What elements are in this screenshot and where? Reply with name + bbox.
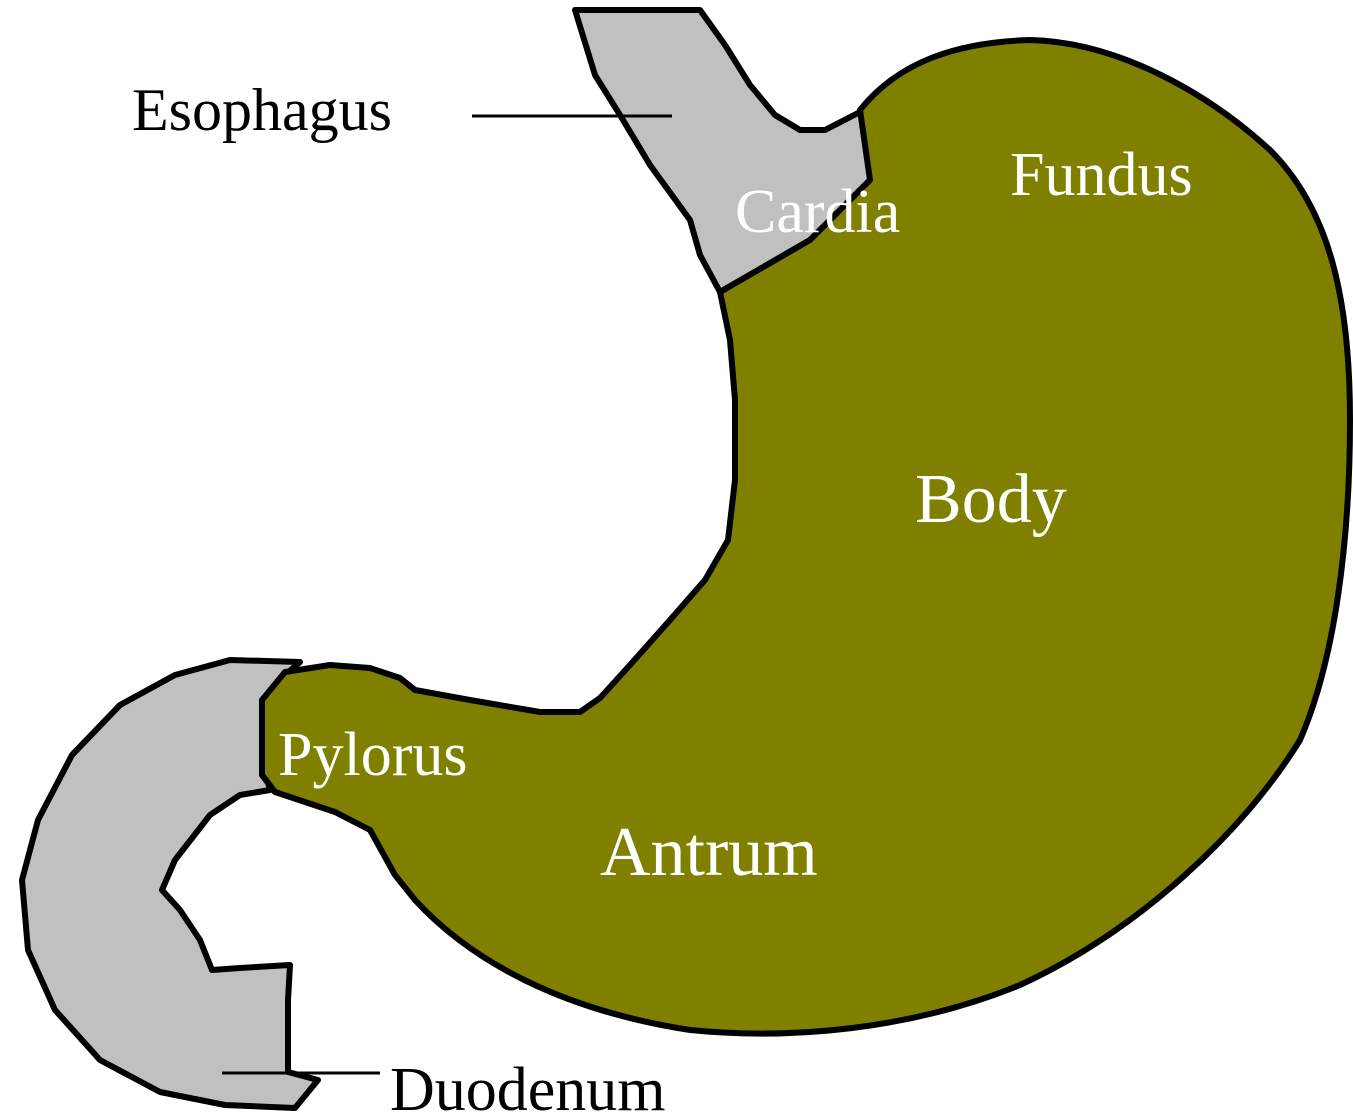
fundus-label: Fundus	[1010, 141, 1193, 209]
esophagus-label: Esophagus	[132, 77, 392, 143]
pylorus-label: Pylorus	[278, 721, 467, 789]
antrum-label: Antrum	[600, 814, 818, 891]
cardia-label: Cardia	[735, 178, 900, 246]
duodenum-label: Duodenum	[390, 1056, 666, 1115]
body-label: Body	[915, 461, 1067, 538]
